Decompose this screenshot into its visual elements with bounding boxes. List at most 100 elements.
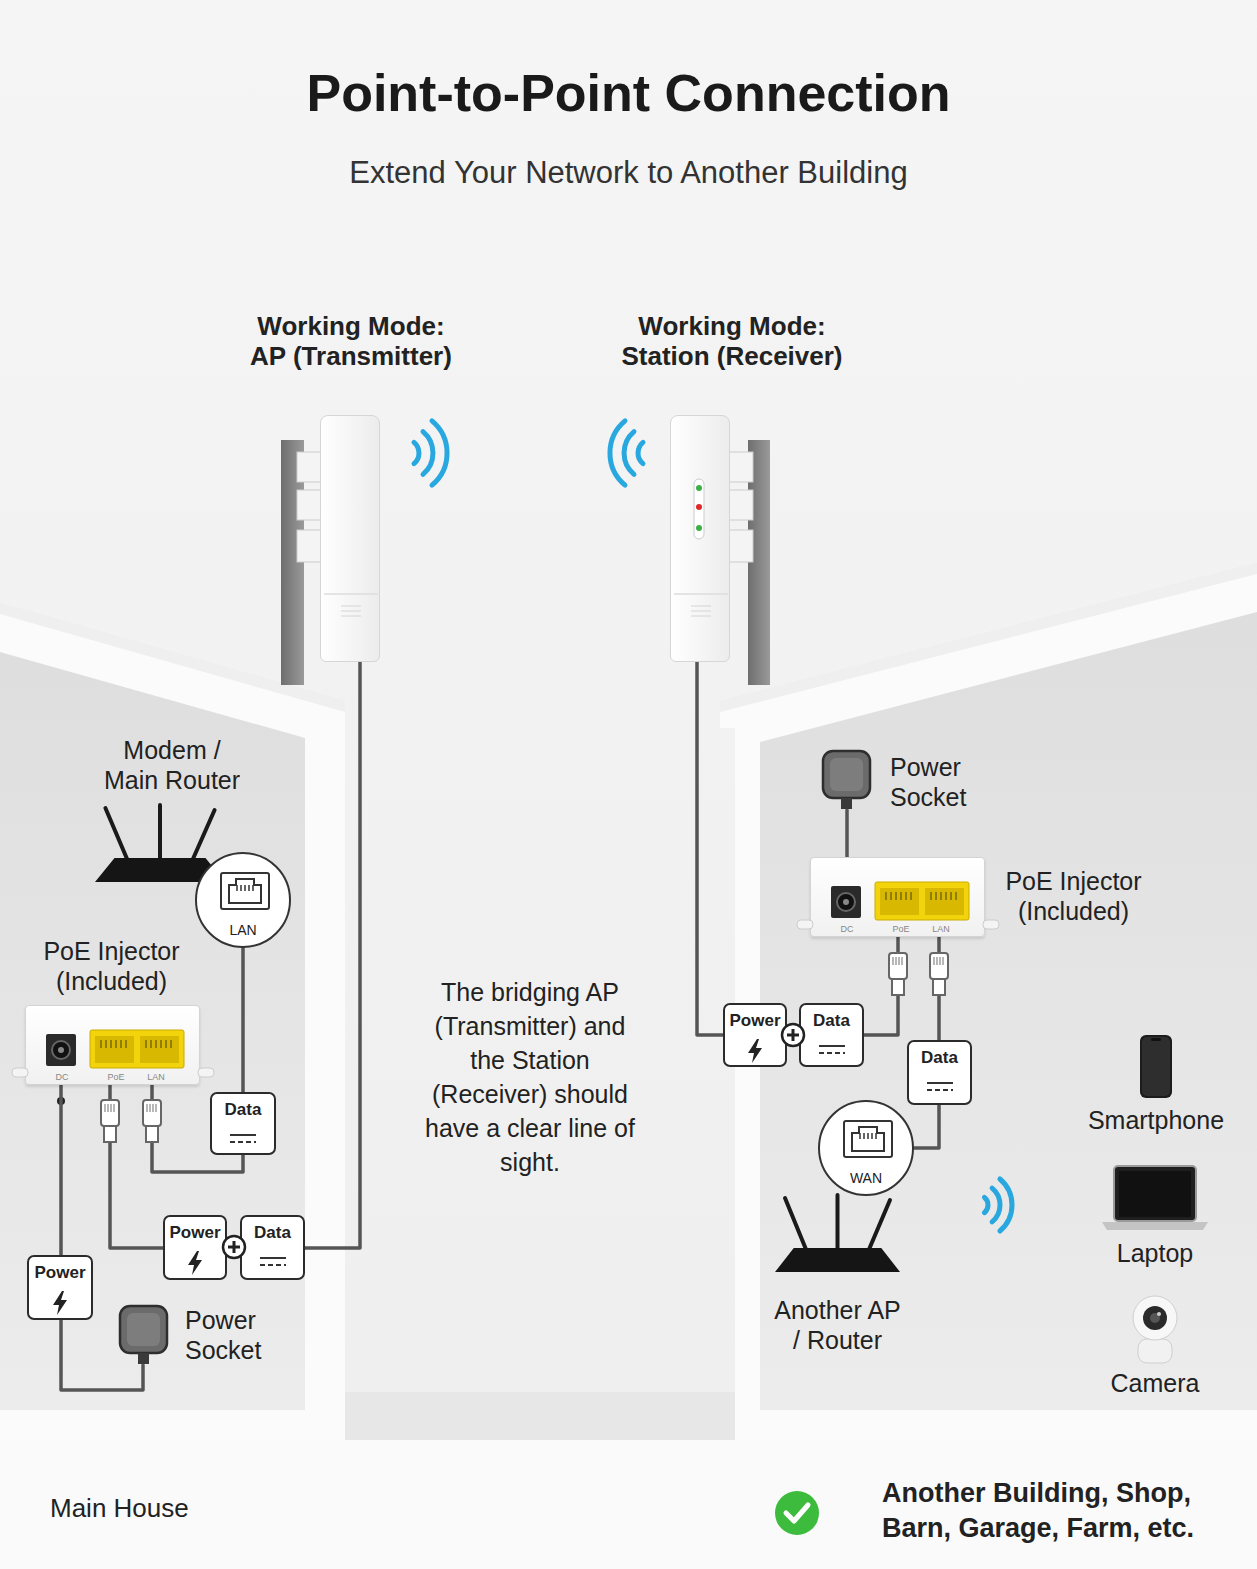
drawing-part [0,602,345,1440]
drawing-part [260,1264,286,1266]
drawing-part [414,442,419,463]
port-callout: WAN [818,1100,914,1196]
icon [1102,1165,1208,1230]
node-label: Power [725,1010,785,1032]
drawing-part [147,1104,156,1112]
port-label: LAN [926,924,956,934]
icon [747,1039,763,1063]
cable [59,1085,63,1255]
drawing-part [674,593,728,595]
drawing-part [841,798,852,809]
drawing-part [830,758,863,791]
drawing-part [1143,1306,1167,1330]
drawing-part [787,1029,799,1041]
drawing-part [927,1089,953,1091]
drawing-part [143,1100,161,1126]
drawing-part [843,899,849,905]
drawing-part [341,606,361,616]
data-box: Data [907,1040,972,1105]
node-label: Working Mode: AP (Transmitter) [242,311,460,371]
drawing-part [432,421,447,485]
drawing-part [58,1047,64,1053]
port-label: DC [832,924,862,934]
drawing-part [53,1291,67,1315]
drawing-part [889,953,907,979]
drawing-part [101,1040,171,1048]
drawing-part [748,1039,762,1063]
drawing-part [720,562,1257,1440]
drawing-part [729,452,753,482]
icon [1140,1035,1172,1098]
icon [671,416,731,663]
drawing-part [1133,1296,1177,1340]
drawing-part [823,751,870,798]
power-socket: Power Socket [117,1305,170,1365]
port-label: PoE [886,924,916,934]
drawing-part [1151,1038,1161,1041]
drawing-part [12,1068,28,1077]
drawing-part [120,1306,167,1353]
drawing-part [1119,1171,1191,1217]
power-box: Power [27,1255,93,1320]
icon [817,1043,847,1057]
drawing-part [852,1127,884,1151]
port-label: LAN [141,1072,171,1082]
node-label: Data [909,1047,970,1069]
drawing-part [158,805,162,860]
node-label: Data [212,1099,274,1121]
drawing-part [836,1195,840,1250]
icon [258,1255,288,1269]
drawing-part [860,1133,876,1139]
cable [241,948,245,1092]
drawing-part [101,1100,119,1126]
drawing-part [831,886,861,918]
drawing-part [1157,1312,1161,1316]
icon [117,1305,170,1365]
drawing-part [624,432,634,475]
station-device: Working Mode: Station (Receiver) [670,415,730,662]
node-label: Working Mode: Station (Receiver) [607,311,857,371]
ap-device: Working Mode: AP (Transmitter) [320,415,380,662]
smartphone-icon: Smartphone [1140,1035,1172,1098]
drawing-part [782,1024,804,1046]
cable [305,662,360,1248]
node-label: Modem / Main Router [99,735,245,795]
drawing-part [930,953,948,979]
drawing-part [230,1134,256,1136]
drawing-part [844,1121,892,1157]
icon [1130,1295,1180,1365]
drawing-part [230,1141,256,1143]
icon [228,1132,258,1146]
drawing-part [729,530,753,562]
port-label: PoE [101,1072,131,1082]
subtitle: Extend Your Network to Another Building [0,153,1257,193]
drawing-part [775,1491,819,1535]
note-label: Another Building, Shop, Barn, Garage, Fa… [882,1476,1212,1546]
drawing-part [423,432,433,475]
icon [925,1080,955,1094]
drawing-part [638,442,643,463]
drawing-part [146,1126,158,1142]
icon [52,1291,68,1315]
drawing-part [992,1188,1000,1222]
drawing-part [819,1052,845,1054]
drawing-part [104,1126,116,1142]
drawing-part [785,1198,806,1250]
drawing-part [775,1248,900,1272]
node-label: PoE Injector (Included) [1001,866,1146,926]
data-box: Data [210,1092,276,1155]
title: Point-to-Point Connection [0,62,1257,124]
drawing-part [875,882,969,920]
drawing-part [933,979,945,995]
drawing-part [786,1505,808,1521]
drawing-part [1140,1035,1172,1098]
drawing-part [729,490,753,520]
drawing-part [105,808,127,860]
cable [914,1105,939,1148]
node-label: Data [242,1222,303,1244]
icon [820,750,873,810]
drawing-part [983,920,999,929]
data-box: Data [240,1215,305,1280]
drawing-part [188,1251,202,1275]
drawing-part [228,1241,240,1253]
